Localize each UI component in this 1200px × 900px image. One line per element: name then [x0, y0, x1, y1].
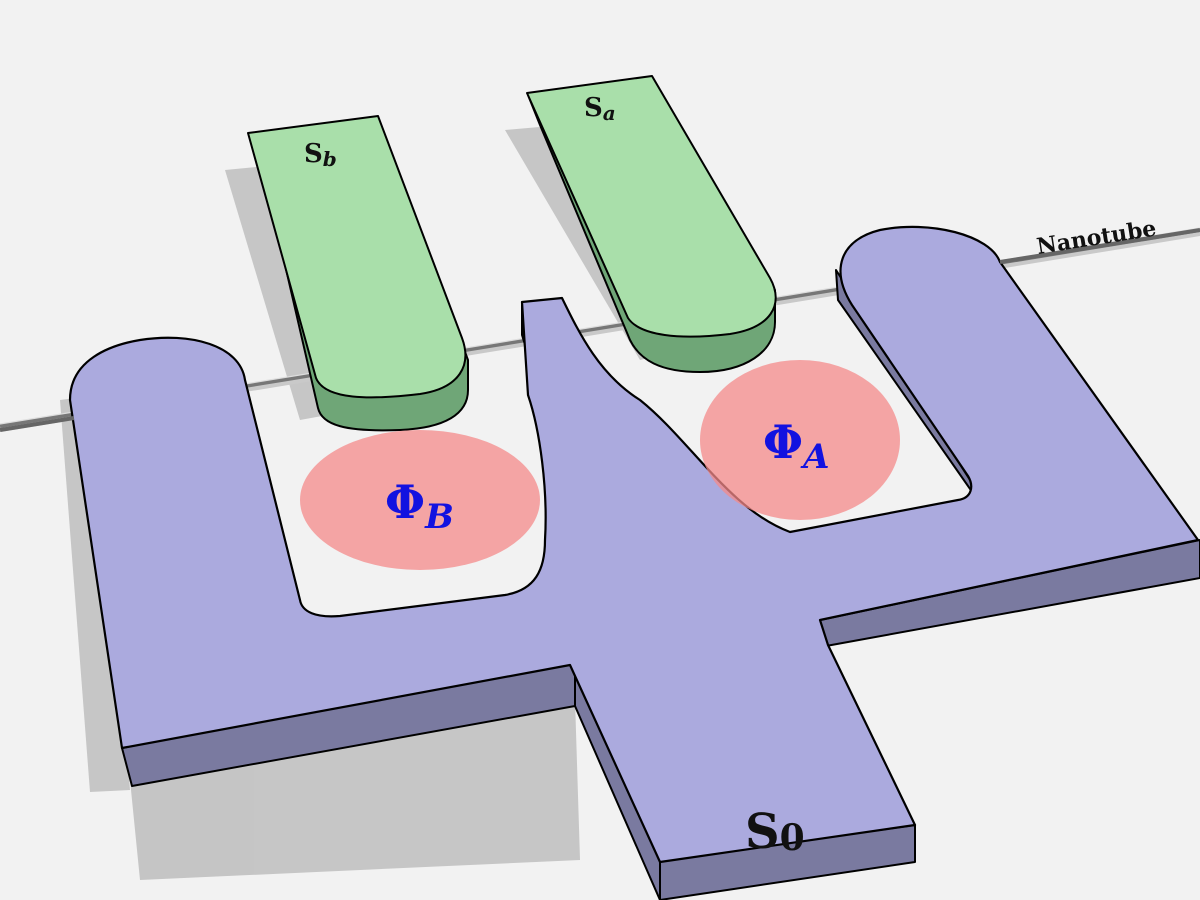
flux-label-b: ΦB	[385, 475, 454, 537]
label-s0: S0	[745, 804, 805, 860]
nanotube-front	[0, 228, 1200, 432]
flux-label-a: ΦA	[763, 415, 829, 477]
s0-superconductor	[68, 225, 1200, 864]
hole-inner-walls	[244, 379, 547, 601]
electrode-sb	[247, 115, 469, 432]
flux-region-b	[300, 430, 540, 570]
label-sa: Sa	[584, 93, 616, 125]
label-sb: Sb	[304, 139, 337, 171]
flux-region-a	[700, 360, 900, 520]
electrode-sa	[526, 75, 777, 373]
